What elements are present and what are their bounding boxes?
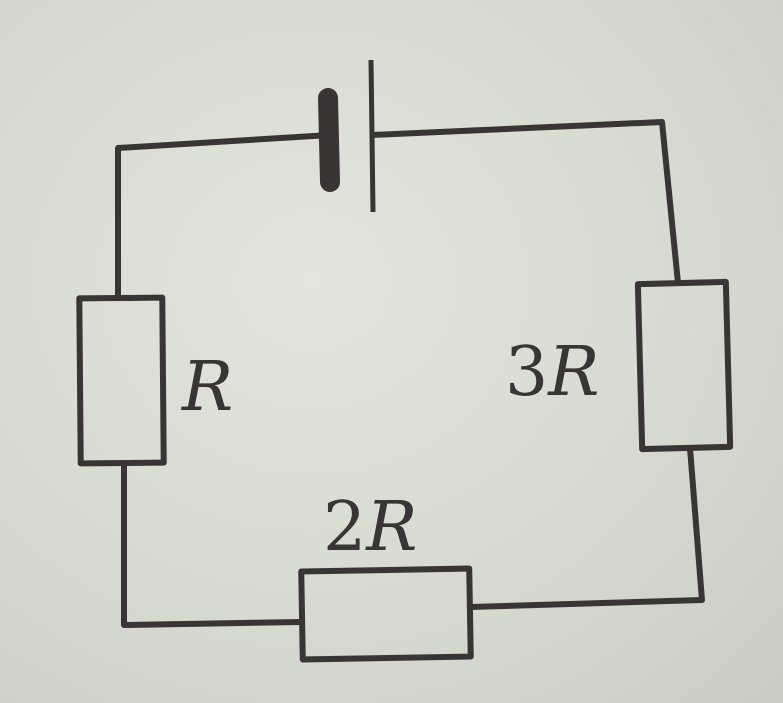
wire-bottom-left (121, 463, 303, 628)
battery-symbol (318, 59, 376, 213)
resistor-3r (634, 278, 734, 453)
label-3r: 3R (505, 333, 599, 412)
wire-top-left (115, 132, 331, 298)
label-2r: 2R (323, 488, 417, 567)
label-r: R (180, 348, 233, 427)
wire-bottom-right (469, 447, 705, 610)
resistor-2r (298, 565, 474, 663)
wire-top-right (371, 119, 681, 284)
resistor-r (76, 294, 167, 467)
battery-negative-plate (318, 88, 340, 192)
battery-positive-plate (368, 59, 376, 213)
